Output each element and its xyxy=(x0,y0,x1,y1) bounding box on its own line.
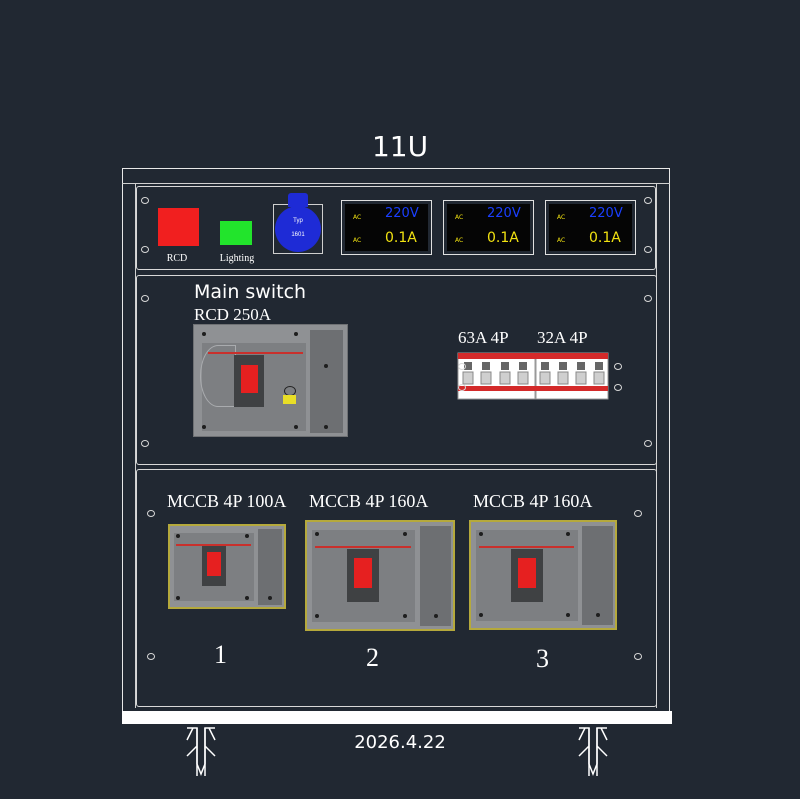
mount-hole xyxy=(614,363,622,370)
meter-ac-label: AC xyxy=(455,214,464,221)
caster-left-icon xyxy=(183,726,219,778)
industrial-socket[interactable]: Typ 1601 xyxy=(273,193,323,254)
mount-hole xyxy=(634,510,642,517)
mount-hole xyxy=(141,295,149,302)
mccb-label-1: MCCB 4P 100A xyxy=(167,491,287,511)
bottom-panel xyxy=(136,469,657,707)
mount-hole xyxy=(458,384,466,391)
mount-hole xyxy=(644,246,652,253)
socket-text-1: Typ xyxy=(293,218,303,224)
meter-1: 220V AC AC 0.1A xyxy=(341,200,432,255)
mcb-group2-label: 32A 4P xyxy=(537,328,588,347)
mccb-breaker-2[interactable] xyxy=(305,520,455,631)
circuit-number-2: 2 xyxy=(366,643,379,672)
lighting-indicator xyxy=(220,221,252,245)
mccb-label-2: MCCB 4P 160A xyxy=(309,491,429,511)
meter-ac-label: AC xyxy=(353,214,362,221)
meter-current: 0.1A xyxy=(385,230,417,246)
mount-hole xyxy=(634,653,642,660)
main-rcd-breaker[interactable] xyxy=(193,324,348,437)
meter-3: 220V AC AC 0.1A xyxy=(545,200,636,255)
meter-ac-label: AC xyxy=(557,214,566,221)
caster-right-icon xyxy=(575,726,611,778)
circuit-number-1: 1 xyxy=(214,640,227,669)
mount-hole xyxy=(644,295,652,302)
meter-current: 0.1A xyxy=(589,230,621,246)
meter-voltage: 220V xyxy=(385,206,419,221)
meter-voltage: 220V xyxy=(487,206,521,221)
mount-hole xyxy=(141,246,149,253)
date-label: 2026.4.22 xyxy=(354,732,446,753)
mccb-label-3: MCCB 4P 160A xyxy=(473,491,593,511)
mccb-lever-2[interactable] xyxy=(354,558,372,588)
mcb-breakers-graphic xyxy=(457,352,609,400)
mcb-rail xyxy=(457,352,609,400)
left-inner-rail xyxy=(135,183,136,708)
main-switch-label: Main switch xyxy=(194,281,307,303)
meter-2: 220V AC AC 0.1A xyxy=(443,200,534,255)
mcb-group1-label: 63A 4P xyxy=(458,328,509,347)
rcd-indicator xyxy=(158,208,199,246)
circuit-number-3: 3 xyxy=(536,644,549,673)
socket-text-2: 1601 xyxy=(291,232,305,238)
meter-ac-label: AC xyxy=(353,237,362,244)
mount-hole xyxy=(614,384,622,391)
mccb-lever-1[interactable] xyxy=(207,552,221,576)
meter-ac-label: AC xyxy=(455,237,464,244)
top-panel xyxy=(136,186,656,270)
middle-panel xyxy=(136,275,657,465)
test-button[interactable] xyxy=(283,395,296,404)
lighting-indicator-label: Lighting xyxy=(219,253,255,264)
meter-ac-label: AC xyxy=(557,237,566,244)
mount-hole xyxy=(147,510,155,517)
mccb-lever-3[interactable] xyxy=(518,558,536,588)
mount-hole xyxy=(458,363,466,370)
mount-hole xyxy=(141,197,149,204)
meter-voltage: 220V xyxy=(589,206,623,221)
mccb-breaker-1[interactable] xyxy=(168,524,286,609)
top-inner-line xyxy=(122,183,670,184)
mccb-breaker-3[interactable] xyxy=(469,520,617,630)
cabinet-base xyxy=(122,711,672,724)
mount-hole xyxy=(147,653,155,660)
mount-hole xyxy=(644,197,652,204)
rcd-indicator-label: RCD xyxy=(166,253,188,264)
mount-hole xyxy=(141,440,149,447)
cabinet-title: 11U xyxy=(371,130,429,163)
mount-hole xyxy=(644,440,652,447)
meter-current: 0.1A xyxy=(487,230,519,246)
rcd-rating-label: RCD 250A xyxy=(194,305,271,324)
main-rcd-lever[interactable] xyxy=(241,365,258,393)
